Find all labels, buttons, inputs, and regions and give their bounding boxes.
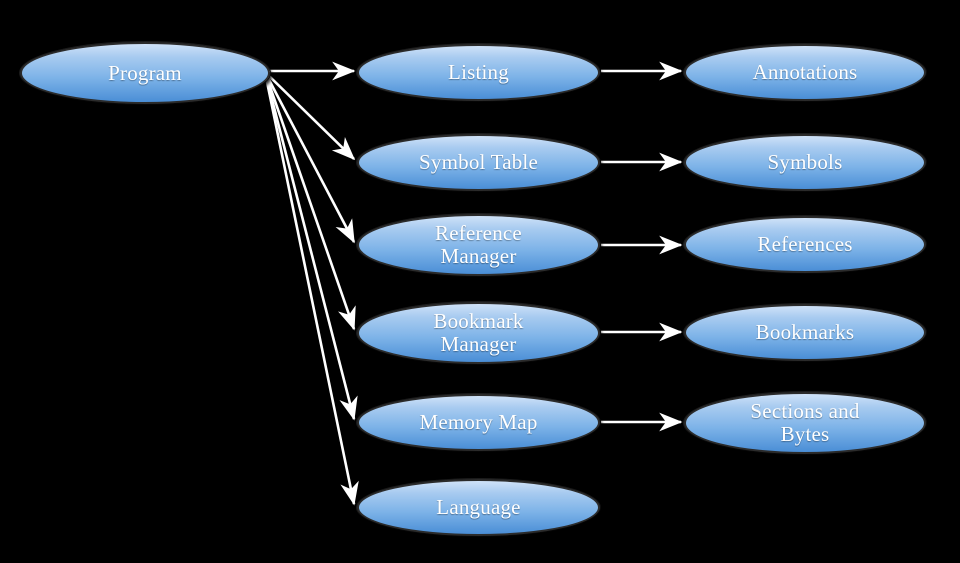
node-bookmarks[interactable]: Bookmarks [684, 304, 926, 361]
edge-program-to-reference-manager [264, 73, 356, 244]
node-bookmark-manager[interactable]: Bookmark Manager [357, 302, 600, 364]
node-label-symbol-table: Symbol Table [419, 150, 538, 175]
fan-edge-group [264, 61, 359, 506]
node-label-program: Program [108, 60, 182, 85]
node-label-reference-manager: Reference Manager [435, 221, 522, 268]
node-label-bookmarks: Bookmarks [755, 320, 855, 345]
node-symbol-table[interactable]: Symbol Table [357, 134, 600, 191]
node-label-language: Language [436, 495, 521, 520]
node-program[interactable]: Program [20, 42, 270, 104]
node-references[interactable]: References [684, 216, 926, 273]
node-listing[interactable]: Listing [357, 44, 600, 101]
node-label-memory-map: Memory Map [419, 410, 538, 435]
node-annotations[interactable]: Annotations [684, 44, 926, 101]
node-symbols[interactable]: Symbols [684, 134, 926, 191]
edge-program-to-symbol-table [265, 72, 356, 161]
node-label-listing: Listing [448, 60, 509, 85]
edge-program-to-language [264, 76, 359, 506]
edge-program-to-memory-map [264, 75, 358, 421]
node-label-references: References [757, 232, 853, 257]
node-label-annotations: Annotations [752, 60, 858, 85]
node-label-bookmark-manager: Bookmark Manager [433, 309, 524, 356]
node-label-sections-and-bytes: Sections and Bytes [750, 399, 860, 446]
node-memory-map[interactable]: Memory Map [357, 394, 600, 451]
node-label-symbols: Symbols [767, 150, 843, 175]
node-language[interactable]: Language [357, 479, 600, 536]
node-reference-manager[interactable]: Reference Manager [357, 214, 600, 276]
node-sections-and-bytes[interactable]: Sections and Bytes [684, 392, 926, 454]
edge-program-to-bookmark-manager [264, 74, 356, 331]
straight-edge-group [601, 61, 683, 432]
